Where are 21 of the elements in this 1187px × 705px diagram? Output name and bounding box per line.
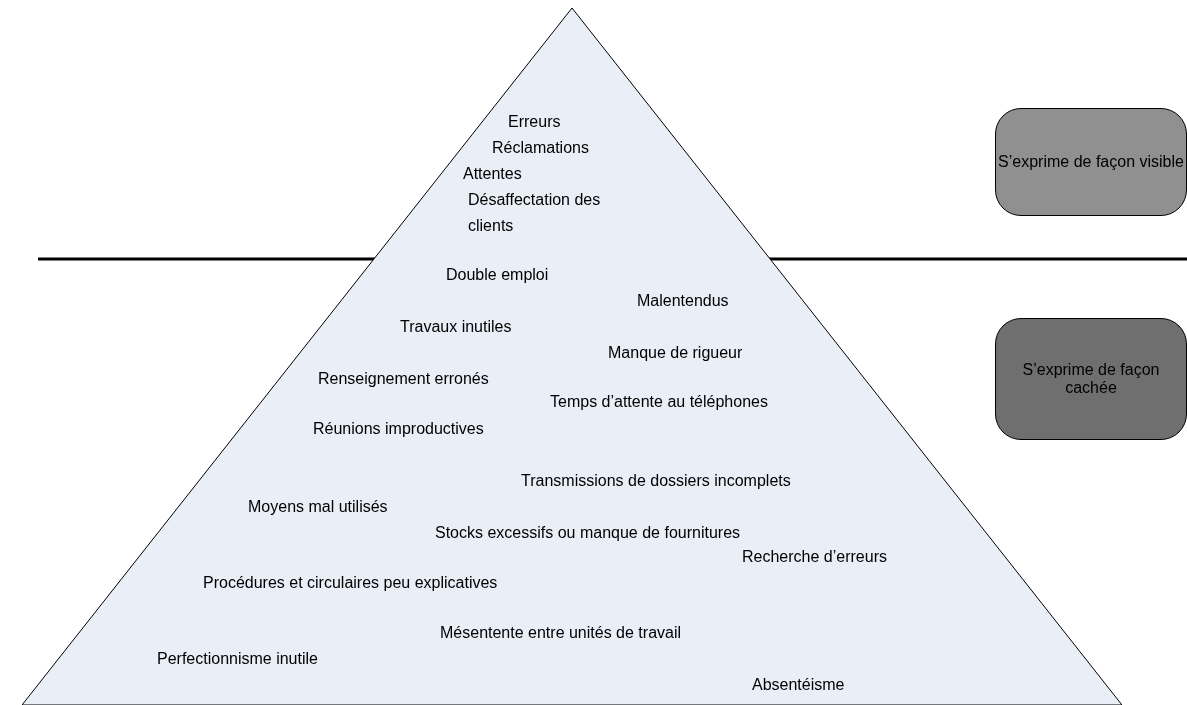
pyramid-item-text: Attentes — [463, 164, 522, 184]
pyramid-item-text: Recherche d’erreurs — [742, 547, 887, 567]
pyramid-item-text: Double emploi — [446, 265, 549, 285]
pyramid-item-text: Malentendus — [637, 291, 729, 311]
category-box: S’exprime de façon visible — [995, 108, 1187, 216]
category-box: S’exprime de façon cachée — [995, 318, 1187, 440]
pyramid-item-text: Temps d’attente au téléphones — [550, 392, 768, 412]
pyramid-item-text: Stocks excessifs ou manque de fournitures — [435, 523, 741, 543]
pyramid-item-text: Perfectionnisme inutile — [157, 649, 318, 669]
pyramid-item-text: Absentéisme — [752, 675, 845, 695]
pyramid-item-text: Désaffectation des clients — [468, 190, 602, 236]
pyramid-item-text: Manque de rigueur — [608, 343, 743, 363]
pyramid-item-text: Réclamations — [492, 138, 589, 158]
pyramid-item-text: Transmissions de dossiers incomplets — [521, 471, 791, 491]
pyramid-item-text: Renseignement erronés — [318, 369, 489, 389]
pyramid-item-text: Moyens mal utilisés — [248, 497, 388, 517]
pyramid-item-text: Mésentente entre unités de travail — [440, 623, 682, 643]
pyramid-item-text: Travaux inutiles — [400, 317, 512, 337]
pyramid-item-text: Réunions improductives — [313, 419, 484, 439]
pyramid-item-text: Erreurs — [508, 112, 561, 132]
pyramid-item-text: Procédures et circulaires peu explicatives — [203, 573, 498, 593]
